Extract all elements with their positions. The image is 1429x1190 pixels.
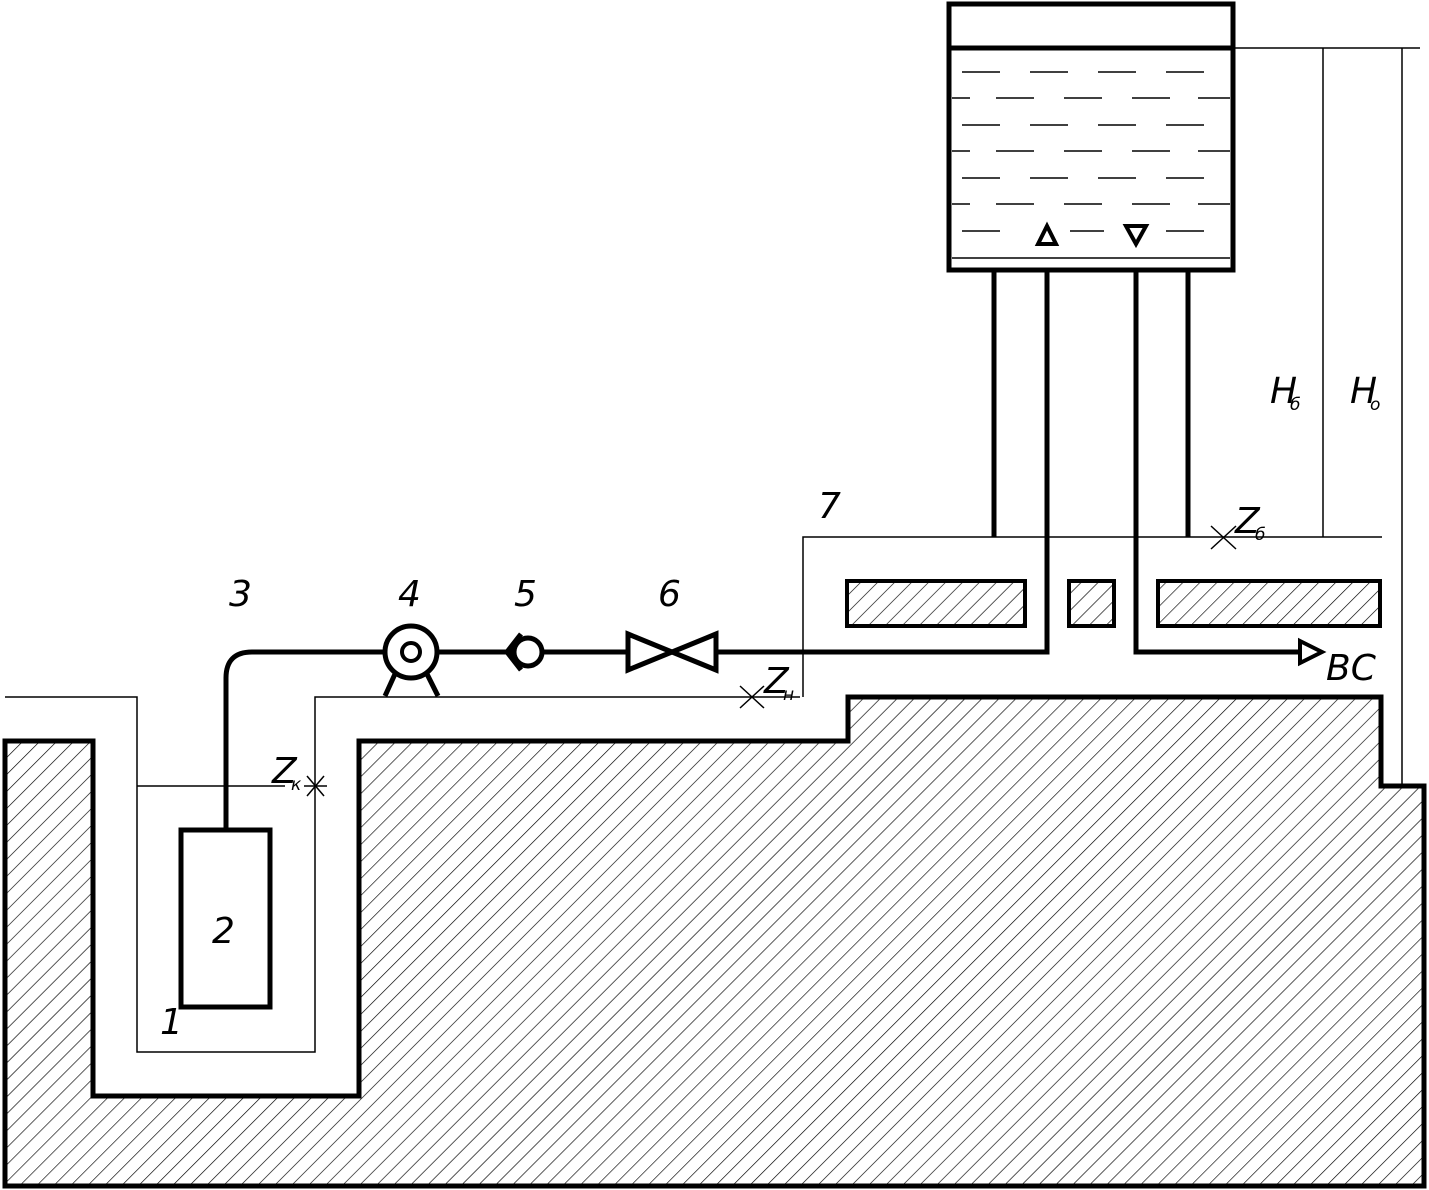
svg-text:H: H (1350, 371, 1377, 412)
svg-text:Z: Z (271, 751, 298, 792)
svg-text:о: о (1370, 395, 1380, 415)
gate-valve-icon (625, 630, 719, 674)
foundation-slab-right (1156, 579, 1382, 628)
label-zk: Z к (271, 751, 302, 795)
supply-pipeline-to-consumers (1133, 240, 1305, 655)
water-surface-dashes (952, 71, 1230, 259)
label-ho: H о (1350, 371, 1380, 415)
flow-arrow-to-consumers (1298, 637, 1327, 667)
label-5: 5 (514, 574, 537, 615)
label-zn: Z н (763, 661, 794, 705)
pressure-pipeline (223, 240, 1050, 830)
outlet-arrow-icon (1122, 224, 1150, 249)
svg-text:б: б (1290, 395, 1300, 415)
label-consumers: ВС (1326, 648, 1377, 689)
label-4: 4 (398, 574, 421, 615)
ground-left (2, 694, 1427, 1189)
label-1: 1 (160, 1002, 183, 1043)
label-hb: H б (1270, 371, 1300, 415)
svg-text:Z: Z (1234, 501, 1261, 542)
level-mark-zk (304, 775, 327, 797)
label-7: 7 (818, 486, 841, 527)
check-valve-icon (503, 632, 545, 672)
label-6: 6 (658, 574, 681, 615)
submersible-pump-body (178, 827, 273, 1010)
water-tower-tank (946, 1, 1236, 273)
surface-pump-icon (382, 623, 441, 698)
svg-text:н: н (783, 685, 794, 705)
inlet-arrow-icon (1034, 221, 1060, 246)
foundation-slab-middle (1067, 579, 1116, 628)
svg-text:к: к (291, 775, 302, 795)
level-mark-zb (1210, 525, 1237, 550)
svg-text:H: H (1270, 371, 1297, 412)
ground-level-line-left (5, 696, 800, 1053)
label-2: 2 (212, 911, 235, 952)
level-mark-zn (739, 685, 765, 709)
svg-text:б: б (1255, 525, 1265, 545)
foundation-slab-left (845, 579, 1027, 628)
label-3: 3 (229, 574, 252, 615)
svg-text:Z: Z (763, 661, 790, 702)
label-zb: Z б (1234, 501, 1265, 545)
